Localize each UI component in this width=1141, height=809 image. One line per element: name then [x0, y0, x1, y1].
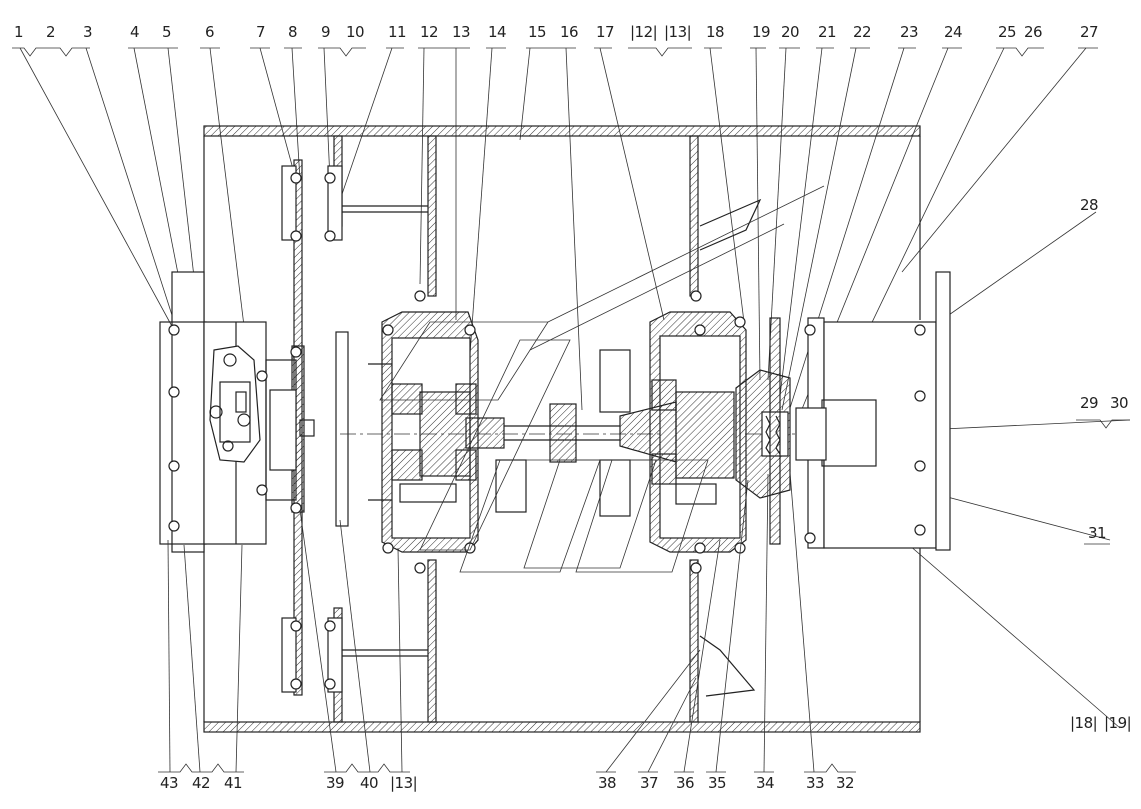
part-label-5: 5 — [162, 23, 171, 41]
part-label-13: 13 — [452, 23, 470, 41]
shaft-coupling — [340, 349, 920, 517]
top-part-labels: 1 2 3 4 5 6 7 8 9 10 11 12 13 14 15 16 1… — [14, 23, 1099, 41]
part-label-10: 10 — [346, 23, 364, 41]
part-label-21: 21 — [818, 23, 836, 41]
part-label-42: 42 — [192, 774, 210, 792]
part-label-22: 22 — [853, 23, 871, 41]
part-label-13-ref-bottom: |13| — [390, 774, 417, 792]
part-label-41: 41 — [224, 774, 242, 792]
right-label-leaders — [1076, 419, 1130, 545]
part-label-25: 25 — [998, 23, 1016, 41]
part-label-1: 1 — [14, 23, 23, 41]
part-label-9: 9 — [321, 23, 330, 41]
part-label-40: 40 — [360, 774, 378, 792]
part-label-30: 30 — [1110, 394, 1128, 412]
bolts-left — [290, 172, 702, 690]
part-label-2: 2 — [46, 23, 55, 41]
part-label-17: 17 — [596, 23, 614, 41]
part-label-20: 20 — [781, 23, 799, 41]
right-part-labels: 28 29 30 31 |18| |19| — [1070, 196, 1132, 732]
part-label-14: 14 — [488, 23, 506, 41]
part-label-33: 33 — [806, 774, 824, 792]
top-label-leaders — [12, 47, 1098, 57]
part-label-16: 16 — [560, 23, 578, 41]
part-label-36: 36 — [676, 774, 694, 792]
part-label-26: 26 — [1024, 23, 1042, 41]
part-label-4: 4 — [130, 23, 139, 41]
part-label-19-ref: |19| — [1104, 714, 1131, 732]
part-label-18: 18 — [706, 23, 724, 41]
part-label-7: 7 — [256, 23, 265, 41]
part-label-18-ref: |18| — [1070, 714, 1097, 732]
part-label-8: 8 — [288, 23, 297, 41]
gearbox-right — [619, 311, 791, 554]
part-label-27: 27 — [1080, 23, 1098, 41]
part-label-15: 15 — [528, 23, 546, 41]
section-overlay-lines — [379, 185, 825, 573]
part-label-38: 38 — [598, 774, 616, 792]
part-label-3: 3 — [83, 23, 92, 41]
drive-motor — [159, 271, 315, 553]
part-label-39: 39 — [326, 774, 344, 792]
part-label-34: 34 — [756, 774, 774, 792]
part-label-35: 35 — [708, 774, 726, 792]
part-label-12: 12 — [420, 23, 438, 41]
part-label-11: 11 — [388, 23, 406, 41]
right-motor — [769, 271, 951, 551]
part-label-13-ref: |13| — [664, 23, 691, 41]
bottom-part-labels: 43 42 41 39 40 |13| 38 37 36 35 34 33 32 — [160, 774, 855, 792]
part-label-29: 29 — [1080, 394, 1098, 412]
gearbox-left — [368, 311, 505, 554]
bottom-label-leaders — [158, 471, 856, 773]
stiffener-ribs — [699, 198, 762, 697]
part-label-24: 24 — [944, 23, 962, 41]
part-label-28: 28 — [1080, 196, 1098, 214]
part-label-43: 43 — [160, 774, 178, 792]
part-label-23: 23 — [900, 23, 918, 41]
part-label-6: 6 — [205, 23, 214, 41]
part-label-32: 32 — [836, 774, 854, 792]
part-label-37: 37 — [640, 774, 658, 792]
part-label-19: 19 — [752, 23, 770, 41]
part-label-12-ref: |12| — [630, 23, 657, 41]
part-label-31: 31 — [1088, 524, 1106, 542]
